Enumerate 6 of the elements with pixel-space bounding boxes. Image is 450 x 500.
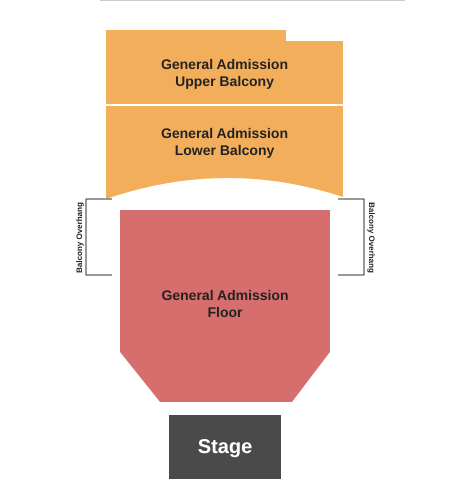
section-label: General Admission Floor [160,287,290,321]
overhang-note: Balcony Overhang [366,202,376,272]
section-label: General Admission Lower Balcony [160,125,290,159]
overhang-note: Balcony Overhang [74,202,84,272]
section-label: General Admission Upper Balcony [160,56,290,90]
stage-label: Stage [196,435,254,459]
